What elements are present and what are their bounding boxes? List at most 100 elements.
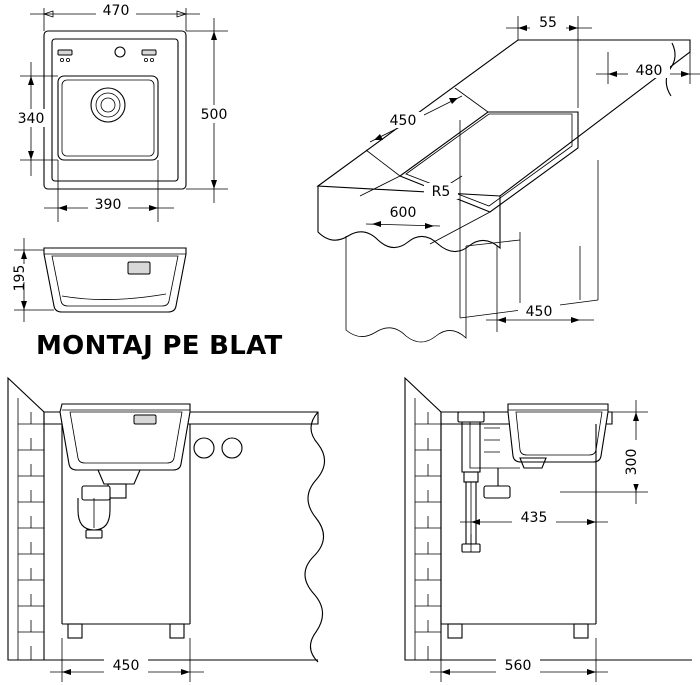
arrow-head <box>372 221 381 227</box>
arrow-head <box>149 205 158 211</box>
arrow-head <box>374 134 383 140</box>
arrow-head <box>441 669 450 675</box>
dim-text-390: 390 <box>95 197 122 213</box>
shadow-line <box>61 293 167 300</box>
sink-top-view <box>20 8 228 222</box>
arrow-head <box>633 412 639 421</box>
arrow-head <box>21 250 27 259</box>
text-bg <box>6 264 44 282</box>
dim-text-560: 560 <box>505 658 532 674</box>
overflow-front <box>127 261 151 275</box>
text-bg <box>196 105 234 123</box>
strainer-body <box>97 469 141 485</box>
ext-line <box>365 149 401 177</box>
arrow-head <box>211 180 217 189</box>
arrow-head <box>449 98 458 104</box>
wall-brick-hatch-right <box>415 412 441 660</box>
ext-line <box>359 175 401 197</box>
dim-text-470: 470 <box>103 3 130 19</box>
text-bg <box>104 657 148 673</box>
arrow-head <box>608 71 617 77</box>
cabinet-foot-left <box>67 623 83 639</box>
arrow-head <box>571 317 580 323</box>
cabinet-section-front <box>7 376 326 682</box>
detail-dot <box>60 58 65 63</box>
pipe-horizontal <box>469 412 520 469</box>
sink-body-section <box>59 403 191 471</box>
bowl-outline <box>57 75 159 161</box>
drain-inner <box>95 92 121 118</box>
detail-dot <box>143 58 148 63</box>
valve-joint <box>463 471 479 483</box>
cabinet-detail <box>465 239 521 247</box>
bowl-inner <box>61 79 155 157</box>
pipe-detail-lines <box>484 427 500 453</box>
tap-hole-right <box>221 437 243 459</box>
sink-body-section-inner <box>69 411 183 464</box>
cutout-inner <box>405 113 573 207</box>
sink-body-side <box>507 403 609 463</box>
text-bg <box>12 109 50 127</box>
arrow-head <box>28 76 34 85</box>
dim-text-r5: R5 <box>432 184 451 200</box>
worktop-left-section <box>43 411 319 425</box>
text-bg <box>626 440 646 484</box>
dim-text-340: 340 <box>18 111 45 127</box>
ext-line <box>429 211 491 245</box>
text-bg <box>88 196 128 212</box>
trap-cap <box>85 529 103 539</box>
arrow-head <box>42 10 54 18</box>
arrow-head <box>176 10 188 18</box>
dim-text-480: 480 <box>636 63 663 79</box>
sink-body-front-inner <box>51 255 179 307</box>
arrow-head <box>28 151 34 160</box>
cabinet-section-side <box>404 376 692 682</box>
drain-center <box>100 97 116 113</box>
strainer-body-right <box>519 457 547 469</box>
arrow-head <box>211 31 217 40</box>
text-bg <box>518 303 560 319</box>
detail-dot <box>66 58 71 63</box>
dim-text-195: 195 <box>12 265 28 292</box>
text-bg <box>512 509 556 525</box>
cabinet-front-break <box>345 236 467 343</box>
cabinet-foot-right-right <box>573 623 589 639</box>
text-bg <box>628 62 670 78</box>
text-bg <box>96 2 136 18</box>
sink-inner-outline <box>51 38 179 182</box>
arrow-head <box>518 25 527 31</box>
arrow-head <box>181 669 190 675</box>
overflow-slot-right <box>141 49 157 56</box>
ext-line <box>454 87 489 113</box>
arrow-head <box>681 71 690 77</box>
detail-dot <box>149 58 154 63</box>
wall-brick-hatch <box>18 412 44 660</box>
page-title: MONTAJ PE BLAT <box>36 331 283 361</box>
arrow-head <box>497 317 506 323</box>
arrow-head <box>58 205 67 211</box>
cutout-opening <box>398 111 579 213</box>
arrow-head <box>471 519 480 525</box>
dim-text-300: 300 <box>624 449 640 476</box>
section-break-line <box>304 411 326 663</box>
valve-body <box>461 419 481 473</box>
arrow-head <box>633 483 639 492</box>
arrow-head <box>425 223 434 229</box>
overflow-section <box>133 414 157 425</box>
cabinet-foot-right <box>169 623 185 639</box>
overflow-slot-left <box>57 49 73 56</box>
dim-text-450-bottom: 450 <box>526 304 553 320</box>
sink-front-view <box>14 238 187 322</box>
text-bg <box>530 14 566 30</box>
dim-text-55: 55 <box>539 15 557 31</box>
valve-top <box>457 411 485 423</box>
arrow-head <box>587 519 596 525</box>
worktop-cutout-view <box>316 16 700 343</box>
dim-text-435: 435 <box>521 510 548 526</box>
text-bg <box>496 657 540 673</box>
arrow-head <box>21 301 27 310</box>
text-bg <box>382 204 424 220</box>
wall-profile <box>7 376 45 661</box>
